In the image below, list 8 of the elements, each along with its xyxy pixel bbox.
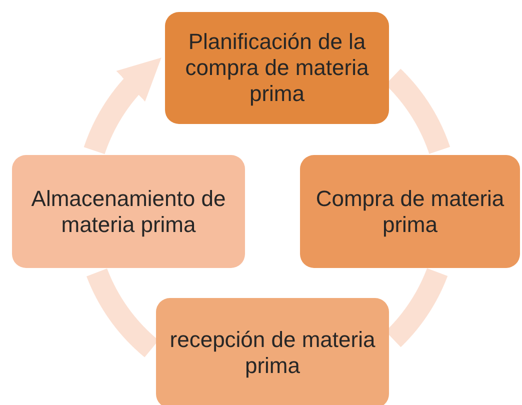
step-label: Almacenamiento de materia prima [30,186,227,238]
process-box [156,298,389,405]
step-label: recepción de materia prima [168,327,376,379]
step-label: Planificación de la compra de materia prima [184,29,370,107]
step-label: Compra de materia prima [314,186,506,238]
process-box [300,155,520,268]
process-box [165,12,389,124]
process-box [12,155,245,268]
